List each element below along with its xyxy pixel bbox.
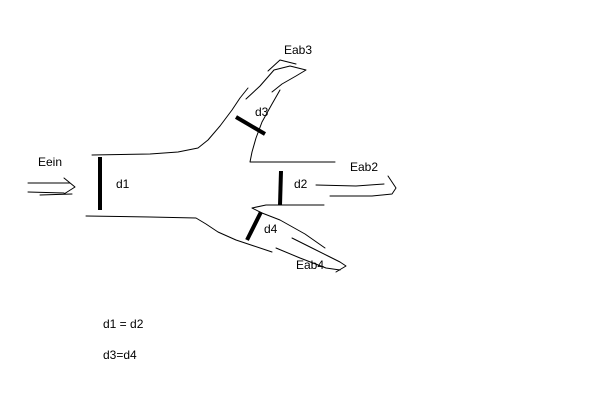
pipe-top-wall <box>91 87 249 156</box>
label-outflow-2: Eab2 <box>350 160 378 174</box>
d4-bar <box>245 211 263 241</box>
label-d1: d1 <box>116 177 130 191</box>
outflow-arrow-4 <box>275 237 347 273</box>
branch3-right-wall <box>249 89 336 163</box>
equation-2: d3=d4 <box>103 348 137 362</box>
label-inflow: Eein <box>38 155 62 169</box>
inflow-arrow <box>27 177 76 196</box>
pipe-bottom-wall <box>85 215 273 253</box>
label-d3: d3 <box>255 105 269 119</box>
label-outflow-3: Eab3 <box>284 43 312 57</box>
label-outflow-4: Eab4 <box>296 258 324 272</box>
branch2-bottom-wall <box>251 204 326 249</box>
label-d2: d2 <box>294 177 308 191</box>
d3-bar <box>234 115 267 136</box>
outflow-arrow-3 <box>245 59 307 100</box>
outflow-arrow-2 <box>315 175 397 197</box>
d2-bar <box>278 170 283 206</box>
label-d4: d4 <box>264 222 278 236</box>
equation-1: d1 = d2 <box>103 317 144 331</box>
